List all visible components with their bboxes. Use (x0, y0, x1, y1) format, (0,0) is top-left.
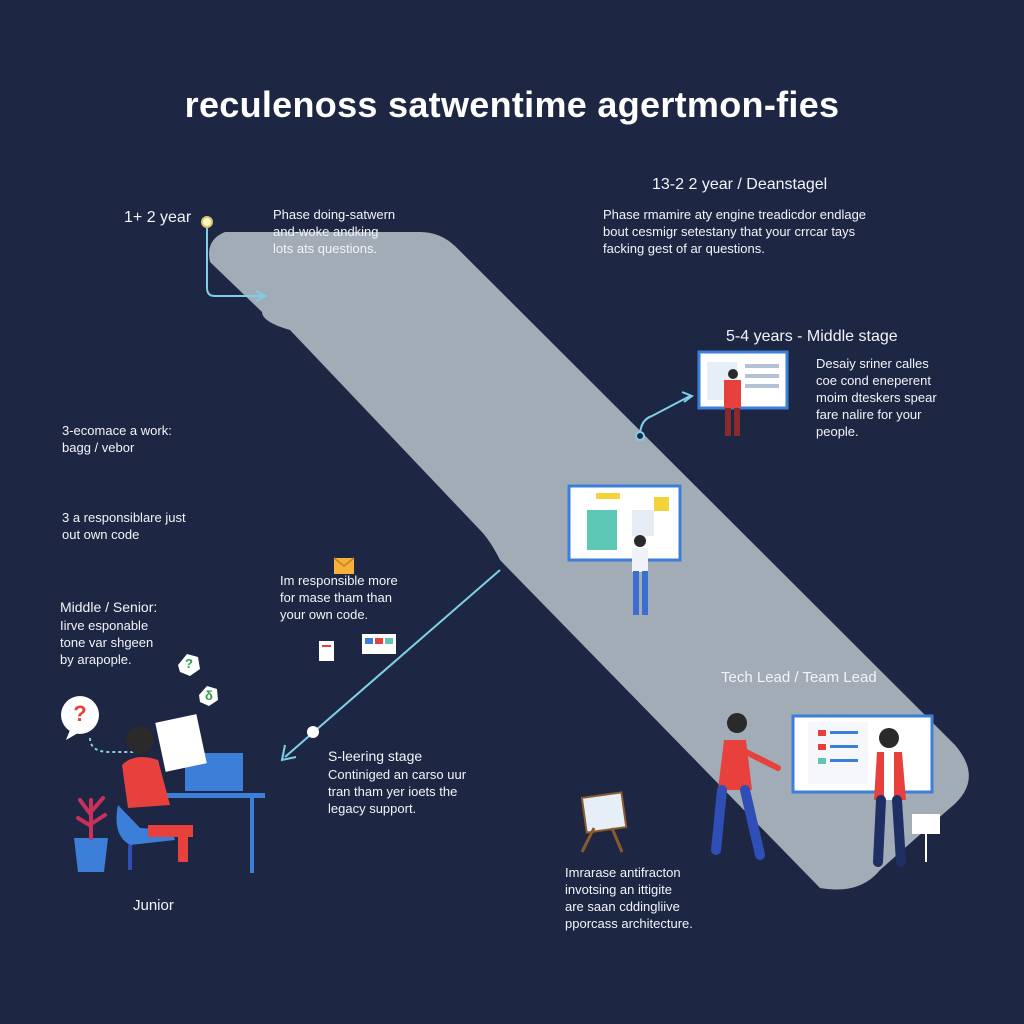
stage-desc-top-left: Phase doing-satwern and-woke andking lot… (273, 207, 396, 256)
stage-label-top-left: 1+ 2 year (124, 209, 192, 226)
question-bubble-icon (61, 696, 99, 740)
connector-middle-arrow (681, 391, 695, 403)
tech-lead-illustration (711, 713, 940, 867)
left-note-1: 3-ecomace a work: bagg / vebor (62, 423, 172, 455)
stage-desc-middle: Desaiy sriner calles coe cond eneperent … (816, 356, 937, 439)
middle-stage-illustration (697, 350, 789, 436)
center-note: Im responsible more for mase tham than y… (280, 573, 398, 622)
easel-illustration (580, 791, 628, 853)
page-title: reculenoss satwentime agertmon-fies (184, 84, 840, 125)
connector-top-left-arrow (255, 290, 268, 302)
connector-junior (89, 737, 140, 753)
learning-stage-label: S-leering stage (328, 748, 423, 764)
connector-learning-arrow (280, 744, 297, 762)
green-badges-icon (178, 654, 218, 706)
learning-stage-desc: Continiged an carso uur tran tham yer io… (328, 767, 467, 816)
left-note-2: 3 a responsiblare just out own code (62, 510, 186, 542)
planning-board-illustration (567, 484, 682, 615)
badge-d: δ (205, 688, 213, 703)
question-mark: ? (73, 701, 87, 726)
junior-label: Junior (133, 897, 174, 914)
middle-senior-label: Middle / Senior: (60, 599, 158, 615)
middle-senior-desc: Iirve esponable tone var shgeen by arapo… (60, 618, 154, 667)
node-dot-learning (307, 726, 319, 738)
tech-lead-desc: Imrarase antifracton invotsing an ittigi… (565, 865, 693, 931)
stage-label-top-right: 13-2 2 year / Deanstagel (652, 176, 828, 193)
stage-desc-top-right: Phase rmamire aty engine treadicdor endl… (603, 207, 867, 256)
stage-label-middle: 5-4 years - Middle stage (726, 328, 898, 345)
tech-lead-label: Tech Lead / Team Lead (721, 669, 877, 686)
junior-desk-illustration (74, 714, 265, 873)
node-dot-middle (635, 431, 645, 441)
badge-q: ? (185, 656, 193, 671)
connector-learning (284, 569, 501, 758)
center-icons (319, 557, 396, 661)
node-dot-top (201, 216, 213, 228)
connector-top-left (206, 222, 262, 297)
connector-middle (639, 395, 691, 437)
